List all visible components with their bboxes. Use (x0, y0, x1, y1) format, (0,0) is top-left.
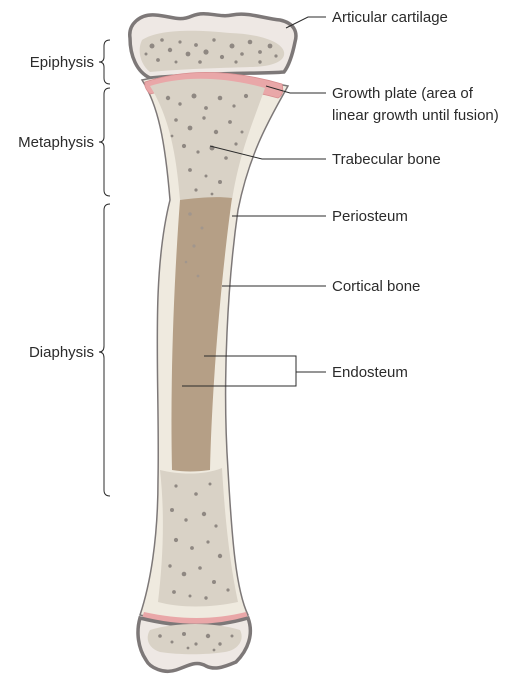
label-trabecular-bone: Trabecular bone (332, 151, 441, 168)
structure-labels: Articular cartilage Growth plate (area o… (332, 9, 499, 381)
brace-metaphysis (99, 88, 110, 196)
label-epiphysis: Epiphysis (30, 54, 94, 71)
label-endosteum: Endosteum (332, 364, 408, 381)
bottom-spongy-bone (148, 624, 242, 654)
bone (130, 14, 296, 672)
label-periosteum: Periosteum (332, 208, 408, 225)
label-diaphysis: Diaphysis (29, 344, 94, 361)
brace-diaphysis (99, 204, 110, 496)
label-metaphysis: Metaphysis (18, 134, 94, 151)
region-braces (99, 40, 110, 496)
region-labels: Epiphysis Metaphysis Diaphysis (18, 54, 94, 361)
brace-epiphysis (99, 40, 110, 84)
label-cortical-bone: Cortical bone (332, 278, 420, 295)
label-growth-plate-line2: linear growth until fusion) (332, 107, 499, 124)
label-growth-plate-line1: Growth plate (area of (332, 85, 474, 102)
label-articular-cartilage: Articular cartilage (332, 9, 448, 26)
